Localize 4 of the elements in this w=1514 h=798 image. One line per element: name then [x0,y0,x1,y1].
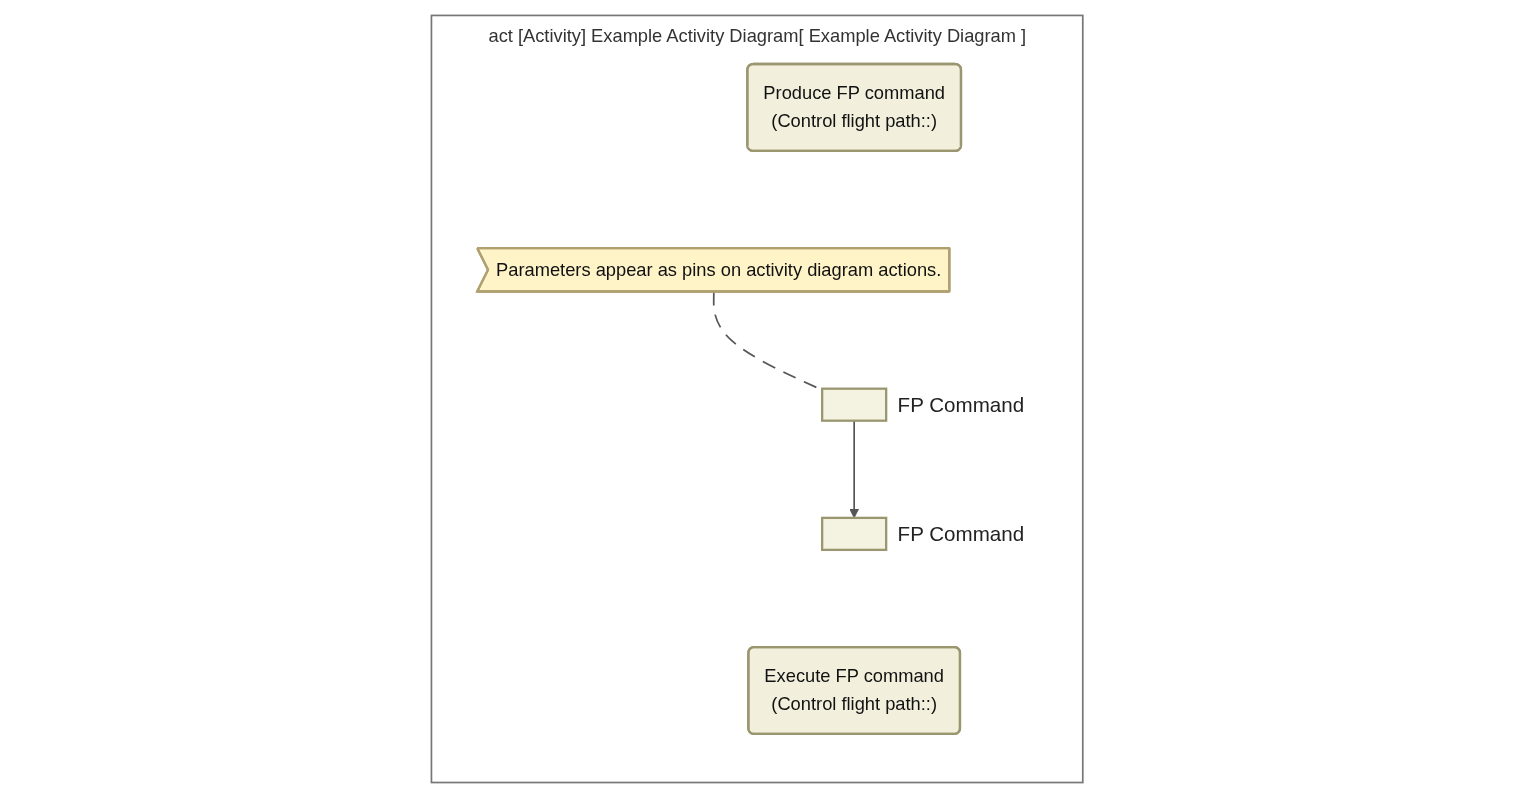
node-box [820,516,888,552]
pin-label: FP Command [897,392,1024,416]
node-box [820,387,888,422]
pin-label: FP Command [897,521,1024,545]
